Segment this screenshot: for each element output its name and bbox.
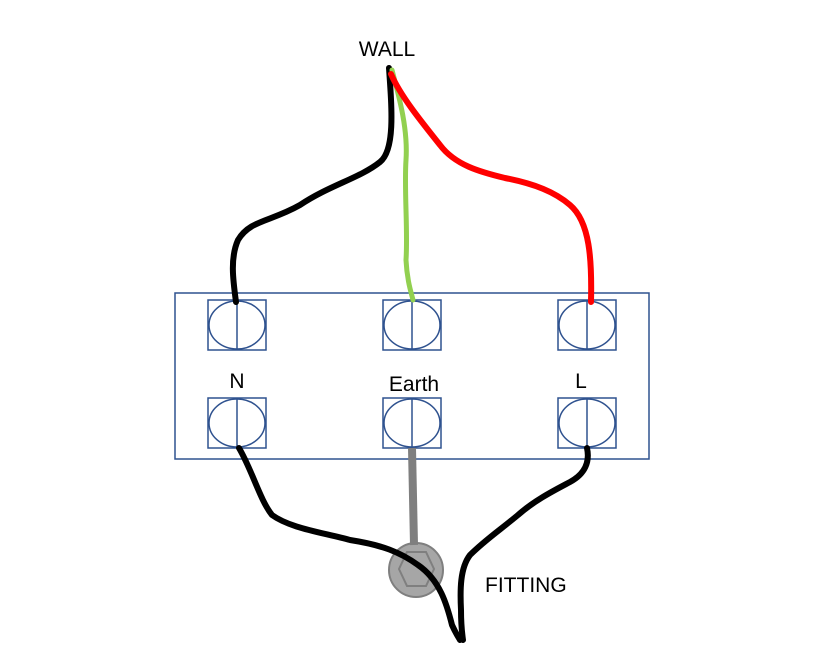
fitting-live-wire	[457, 445, 591, 643]
terminal-bottom-neutral	[207, 397, 267, 449]
terminal-bottom-live	[557, 397, 617, 449]
earth-label: Earth	[389, 373, 439, 396]
live-label: L	[575, 370, 587, 393]
terminal-top-neutral	[207, 299, 267, 351]
wall-earth-wire	[389, 67, 416, 303]
wall-label: WALL	[359, 38, 415, 61]
fitting-label: FITTING	[485, 574, 567, 597]
wall-live-wire	[388, 71, 595, 305]
terminal-top-earth	[382, 299, 442, 351]
wall-neutral-wire	[229, 65, 395, 305]
neutral-label: N	[229, 370, 244, 393]
fitting-neutral-wire	[236, 445, 463, 643]
fitting-earth-wire	[408, 447, 418, 546]
terminal-bottom-earth	[382, 397, 442, 449]
terminal-top-live	[557, 299, 617, 351]
